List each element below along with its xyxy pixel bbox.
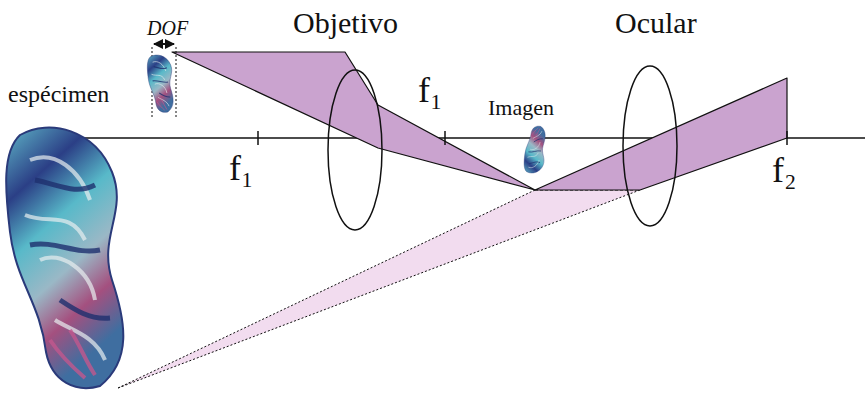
- virtual-ray-cone: [118, 190, 640, 388]
- focal-label: f₂: [772, 152, 797, 188]
- ocular-ray-bundle: [535, 78, 787, 190]
- virtual-ray: [118, 190, 640, 388]
- ocular-lens: [623, 66, 677, 226]
- focal-tick: [257, 131, 259, 145]
- specimen-label: espécimen: [8, 82, 109, 106]
- virtual-ray: [118, 190, 535, 388]
- virtual-image-figure: [6, 128, 123, 388]
- lens-label: Objetivo: [293, 8, 398, 38]
- real-image-figure: [524, 126, 545, 173]
- focal-tick: [786, 131, 788, 145]
- image-label: Imagen: [488, 97, 554, 119]
- focal-label: f₁: [418, 72, 443, 108]
- dof-label: DOF: [147, 18, 188, 38]
- dof-arrow: [154, 43, 174, 45]
- focal-tick: [444, 131, 446, 145]
- focal-label: f₁: [229, 150, 254, 186]
- dof-limit: [176, 47, 177, 118]
- objective-ray-bundle: [172, 52, 535, 190]
- specimen-figure: [147, 55, 173, 112]
- objective-lens: [328, 70, 382, 230]
- lens-label: Ocular: [615, 8, 697, 38]
